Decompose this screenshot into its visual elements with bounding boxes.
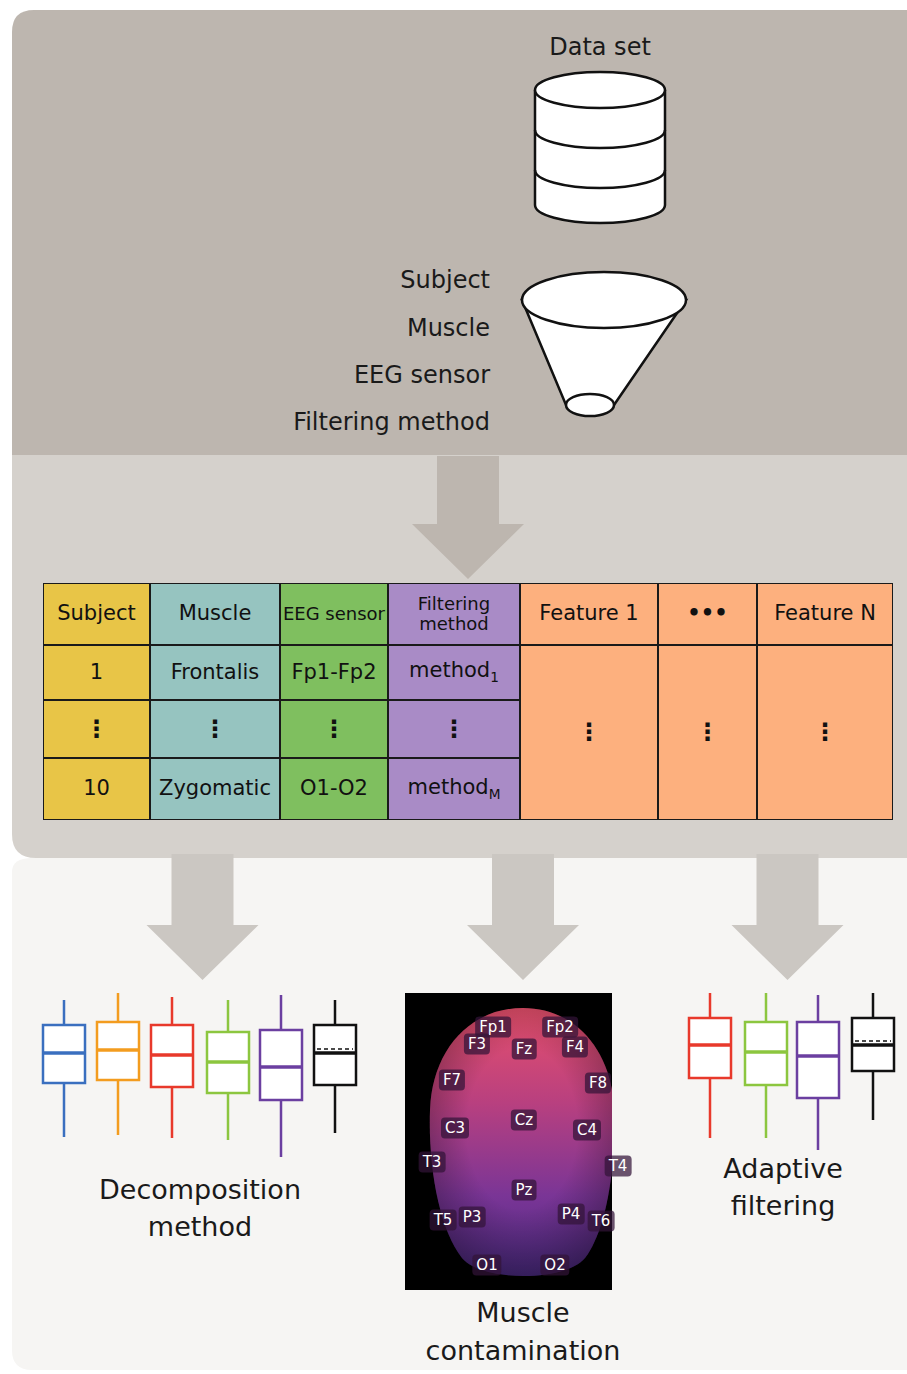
boxplot: [797, 995, 839, 1150]
table-cell: Frontalis: [150, 645, 280, 700]
database-icon: [535, 72, 665, 223]
electrode-label: F3: [464, 1034, 490, 1055]
electrode-label: O1: [472, 1255, 501, 1276]
table-cell: Zygomatic: [150, 758, 280, 820]
top-panel: [12, 10, 907, 458]
boxplot: [97, 993, 139, 1135]
cell-text: ⋮: [577, 719, 601, 745]
cell-text: Zygomatic: [159, 777, 271, 800]
filter-label: Muscle: [90, 313, 490, 344]
cell-text: O1-O2: [300, 777, 368, 800]
boxplot: [207, 1000, 249, 1140]
table-cell: methodM: [388, 758, 520, 820]
cell-text: ⋮: [442, 716, 466, 742]
result-group: Decomposition method: [30, 985, 375, 1240]
result-group: Adaptive filtering: [675, 985, 900, 1215]
boxplot: [260, 995, 302, 1157]
boxplot: [689, 993, 731, 1138]
electrode-label: T6: [588, 1211, 615, 1232]
cell-text: ⋮: [696, 719, 720, 745]
table-cell: Feature 1: [520, 583, 658, 645]
cell-text: Fp1-Fp2: [291, 661, 376, 684]
flow-arrow: [412, 456, 524, 579]
cell-text: Muscle: [179, 602, 252, 625]
filter-label: Subject: [90, 265, 490, 296]
table-cell: ⋮: [150, 700, 280, 758]
table-cell: EEG sensor: [280, 583, 388, 645]
cell-text: Subject: [57, 602, 136, 625]
table-cell: Feature N: [757, 583, 893, 645]
electrode-label: Cz: [511, 1110, 537, 1131]
table-cell: 1: [43, 645, 150, 700]
group-caption: Muscle contamination: [403, 1294, 643, 1370]
table-cell: ⋮: [520, 645, 658, 820]
head-map: [430, 1008, 612, 1276]
cell-text: EEG sensor: [283, 604, 385, 624]
filter-label: EEG sensor: [90, 360, 490, 391]
cell-text: 1: [90, 661, 103, 684]
filter-label: Filtering method: [90, 407, 490, 438]
table-cell: ⋮: [43, 700, 150, 758]
electrode-label: C4: [573, 1120, 601, 1141]
cell-text: 10: [83, 777, 110, 800]
group-caption: Decomposition method: [70, 1171, 330, 1245]
cell-text: ⋮: [322, 716, 346, 742]
table-cell: 10: [43, 758, 150, 820]
cell-text: Frontalis: [171, 661, 260, 684]
data-panel: Data setSubjectMuscleEEG sensorFiltering…: [12, 10, 907, 460]
table-cell: method1: [388, 645, 520, 700]
cell-text: ⋮: [203, 716, 227, 742]
cell-text: Filtering method: [389, 594, 519, 634]
table-cell: O1-O2: [280, 758, 388, 820]
middle-panel: [12, 455, 907, 858]
electrode-label: T4: [605, 1156, 632, 1177]
dataset-label: Data set: [512, 32, 688, 63]
cell-text: ⋮: [813, 719, 837, 745]
electrode-label: F7: [439, 1070, 465, 1091]
boxplot: [745, 993, 787, 1138]
table-cell: ⋮: [280, 700, 388, 758]
cell-text: method1: [409, 659, 499, 685]
cell-text: Feature N: [774, 602, 876, 625]
electrode-label: Fz: [512, 1039, 537, 1060]
group-caption: Adaptive filtering: [683, 1150, 883, 1224]
flow-arrow: [732, 854, 844, 980]
boxplot: [43, 1000, 85, 1137]
electrode-label: C3: [441, 1118, 469, 1139]
cell-text: methodM: [408, 776, 501, 802]
electrode-label: Fp2: [542, 1017, 578, 1038]
table-cell: Subject: [43, 583, 150, 645]
feature-table: SubjectMuscleEEG sensorFiltering methodF…: [43, 583, 893, 820]
table-cell: Filtering method: [388, 583, 520, 645]
table-cell: ⋮: [757, 645, 893, 820]
table-cell: ⋮: [388, 700, 520, 758]
boxplot: [151, 997, 193, 1138]
electrode-label: T5: [430, 1210, 457, 1231]
electrode-label: O2: [540, 1255, 569, 1276]
flow-arrow: [147, 854, 259, 980]
table-cell: •••: [658, 583, 757, 645]
cell-text: Feature 1: [539, 602, 638, 625]
electrode-label: P4: [558, 1204, 585, 1225]
funnel-icon: [522, 272, 686, 416]
cell-text: ⋮: [85, 716, 109, 742]
cell-text: •••: [687, 602, 727, 625]
table-cell: Muscle: [150, 583, 280, 645]
electrode-label: T3: [419, 1152, 446, 1173]
electrode-label: P3: [459, 1207, 486, 1228]
flow-arrow: [467, 854, 579, 980]
table-cell: ⋮: [658, 645, 757, 820]
boxplot: [852, 993, 894, 1120]
electrode-label: F8: [585, 1073, 611, 1094]
electrode-label: Pz: [512, 1180, 537, 1201]
table-cell: Fp1-Fp2: [280, 645, 388, 700]
boxplot: [314, 1000, 356, 1133]
electrode-label: F4: [562, 1037, 588, 1058]
